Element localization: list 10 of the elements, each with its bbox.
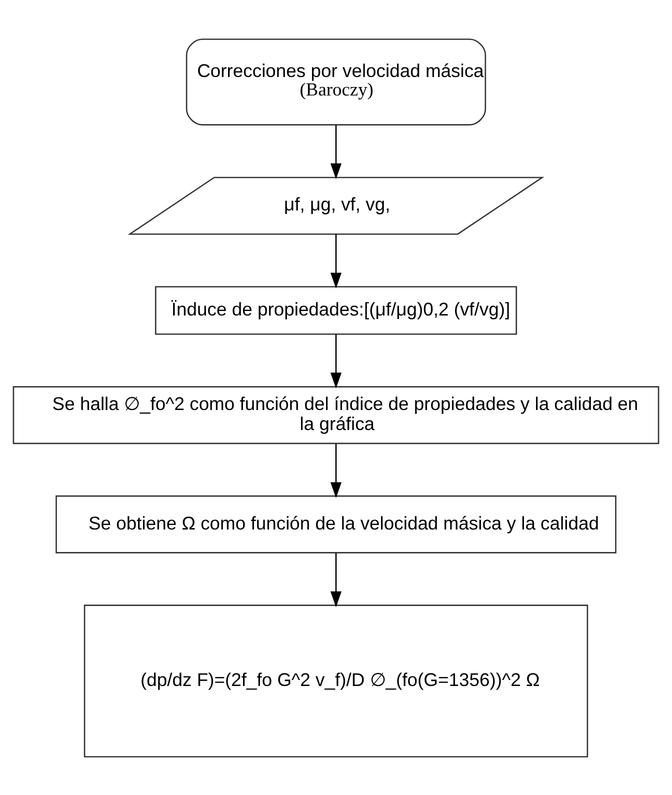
node-box: (dp/dz F)=(2f_fo G^2 v_f)/D ∅_(fo(G=1356))^2 Ω	[84, 604, 588, 757]
arrow	[330, 234, 342, 288]
node-box: Correcciones por velocidad másica (Baroczy)	[186, 38, 486, 125]
node-box: Se halla ∅_fo^2 como función del índice de propiedades y la calidad en la gráfica	[12, 386, 660, 444]
arrow	[330, 334, 342, 388]
node-box: Ïnduce de propiedades:[(μf/μg)0,2 (vf/vg)]	[154, 286, 518, 334]
arrow	[330, 552, 342, 607]
arrow	[330, 124, 342, 179]
node-box: Se obtiene Ω como función de la velocidad másica y la calidad	[56, 494, 616, 553]
arrow	[330, 443, 342, 498]
